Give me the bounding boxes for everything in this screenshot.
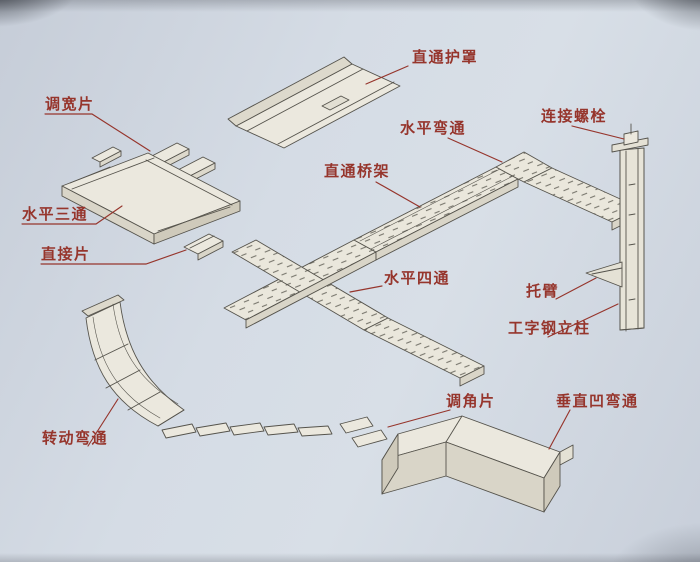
leader-rotating-bend <box>87 398 119 447</box>
part-direct-piece <box>183 233 224 261</box>
label-horizontal-cross: 水平四通 <box>384 269 450 287</box>
leader-horizontal-bend <box>447 137 503 163</box>
label-rotating-bend: 转动弯通 <box>42 429 108 447</box>
leader-horizontal-tee <box>21 205 123 225</box>
label-vertical-concave-bend: 垂直凹弯通 <box>556 392 639 410</box>
leader-lines <box>21 65 625 450</box>
label-angle-adjust-piece: 调角片 <box>446 392 496 410</box>
leader-straight-tray <box>375 181 421 208</box>
label-connecting-bolt: 连接螺栓 <box>541 107 607 125</box>
part-link-strips <box>161 422 333 439</box>
part-descending-tray <box>363 317 485 387</box>
part-vertical-concave-bend <box>381 415 574 513</box>
label-horizontal-tee: 水平三通 <box>22 205 88 223</box>
label-direct-piece: 直接片 <box>41 245 91 263</box>
part-horizontal-tee <box>61 152 241 245</box>
leader-straight-cover <box>365 65 409 85</box>
leader-angle-adjust <box>387 409 451 428</box>
label-straight-cover: 直通护罩 <box>412 48 478 66</box>
leader-vertical-concave-bend <box>548 409 571 450</box>
label-straight-tray: 直通桥架 <box>324 162 390 180</box>
part-rotating-bend <box>81 294 185 427</box>
leader-support-arm <box>555 277 597 300</box>
part-connecting-bolt <box>611 123 649 153</box>
label-support-arm: 托臂 <box>526 282 559 300</box>
leader-horizontal-cross <box>349 285 383 293</box>
labels: 直通护罩 调宽片 水平弯通 连接螺栓 直通桥架 水平三通 直接片 水平四通 托臂… <box>22 48 639 447</box>
leader-width-adjust <box>44 113 151 152</box>
part-straight-cover <box>227 56 401 149</box>
leader-connecting-bolt <box>571 125 625 140</box>
label-horizontal-bend: 水平弯通 <box>400 119 466 137</box>
part-angle-adjust-pieces <box>339 416 388 448</box>
label-width-adjust-piece: 调宽片 <box>45 95 95 113</box>
leader-i-beam-column <box>547 303 619 338</box>
part-straight-tray <box>353 166 519 261</box>
label-i-beam-column: 工字钢立柱 <box>508 319 591 337</box>
part-support-arm <box>585 261 623 288</box>
leader-direct-piece <box>40 249 187 265</box>
part-horizontal-cross <box>223 239 389 331</box>
part-i-beam-column <box>585 123 649 332</box>
